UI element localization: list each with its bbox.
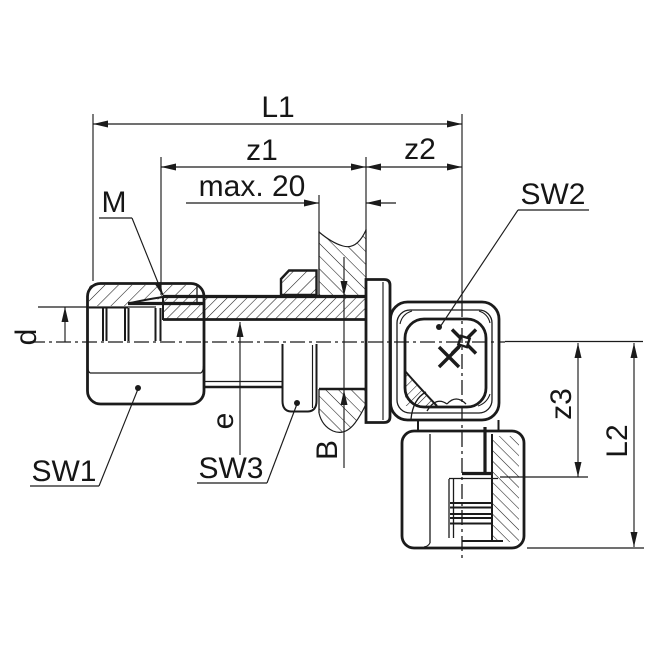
threaded-shank-section <box>162 294 366 389</box>
callout-label-m: M <box>102 186 127 219</box>
extension-lines <box>92 114 644 549</box>
dimension-z2: z2 <box>366 133 462 171</box>
bulkhead-wall-section <box>318 229 367 433</box>
dimension-z3: z3 <box>545 343 582 477</box>
callout-label-sw3: SW3 <box>198 452 263 485</box>
dim-label-e: e <box>207 413 240 430</box>
callout-sw2: SW2 <box>436 178 589 330</box>
dimension-max-20: max. 20 <box>186 170 396 207</box>
callout-label-sw2: SW2 <box>520 178 585 211</box>
part-elbow-body-sw2 <box>389 300 501 422</box>
centerlines <box>30 114 643 562</box>
dim-label-z3: z3 <box>545 388 578 420</box>
dimension-l1: L1 <box>93 91 462 128</box>
callout-sw1: SW1 <box>30 385 141 488</box>
machined-face-x-marks <box>437 328 478 369</box>
dim-label-b: B <box>311 440 344 460</box>
part-lower-nut <box>400 427 526 550</box>
dimension-b: B <box>311 257 348 468</box>
body-neck <box>417 420 500 431</box>
dim-label-max-20: max. 20 <box>199 170 306 203</box>
dimension-l2: L2 <box>601 343 638 547</box>
dim-label-l2: L2 <box>601 424 634 457</box>
part-locknut-sw3 <box>279 269 318 413</box>
dimension-e: e <box>207 322 244 455</box>
dim-label-z2: z2 <box>404 133 436 166</box>
dim-label-d: d <box>10 329 43 346</box>
flange-washer <box>364 278 392 424</box>
dim-label-l1: L1 <box>261 91 294 124</box>
callout-label-sw1: SW1 <box>31 455 96 488</box>
dimension-d: d <box>10 307 69 345</box>
dimension-z1: z1 <box>161 134 366 171</box>
callout-sw3: SW3 <box>197 400 300 485</box>
dim-label-z1: z1 <box>246 134 278 167</box>
callout-m: M <box>99 186 164 296</box>
